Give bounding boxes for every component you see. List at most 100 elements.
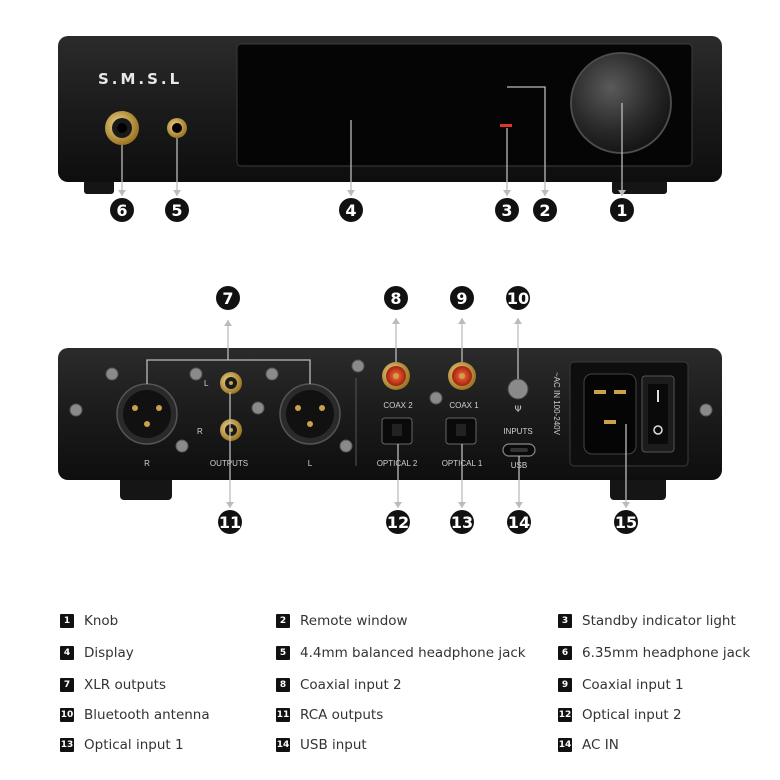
legend-label: Coaxial input 1 [582,677,684,693]
legend-label: Bluetooth antenna [84,707,210,723]
legend-badge: 2 [276,614,290,628]
svg-text:4: 4 [345,201,356,220]
rear-panel: R L L R OUTPUTS [58,348,722,500]
legend-item-display: 4 Display [60,642,134,664]
callout-3 [495,198,519,222]
callout-14 [507,510,531,534]
legend-label: 4.4mm balanced headphone jack [300,645,526,661]
brand-logo: S.M.S.L [98,70,182,88]
rear-screws [69,359,713,453]
volume-knob [570,52,672,154]
svg-text:11: 11 [219,513,241,532]
legend: 1 Knob 2 Remote window 3 Standby indicat… [0,606,780,766]
coax-input-1 [448,362,476,390]
callout-6 [110,198,134,222]
callout-4 [339,198,363,222]
legend-item-remote-window: 2 Remote window [276,610,408,632]
legend-item-usb-input: 14 USB input [276,734,367,756]
legend-item-optical-2: 12 Optical input 2 [558,704,682,726]
optical-input-1 [445,417,477,445]
legend-item-coax-1: 9 Coaxial input 1 [558,674,684,696]
legend-item-standby-light: 3 Standby indicator light [558,610,736,632]
usb-input [502,443,536,457]
legend-badge: 10 [60,708,74,722]
optical2-label: OPTICAL 2 [377,459,418,468]
standby-indicator-light [500,124,512,127]
callout-11 [218,510,242,534]
legend-badge: 8 [276,678,290,692]
outputs-label: OUTPUTS [210,459,248,468]
svg-text:10: 10 [507,289,529,308]
xlr-right-label: R [144,459,150,468]
rear-callouts: 7 8 9 10 11 12 13 14 15 [216,286,638,534]
rca-right-label: R [197,427,203,436]
legend-label: Optical input 2 [582,707,682,723]
legend-item-ac-in: 14 AC IN [558,734,619,756]
svg-text:9: 9 [456,289,467,308]
legend-item-xlr-outputs: 7 XLR outputs [60,674,166,696]
rca-output-right [220,419,242,441]
legend-item-44mm-jack: 5 4.4mm balanced headphone jack [276,642,526,664]
power-switch [641,375,675,453]
legend-badge: 6 [558,646,572,660]
callout-9 [450,286,474,310]
legend-label: Display [84,645,134,661]
legend-label: Optical input 1 [84,737,184,753]
legend-item-knob: 1 Knob [60,610,118,632]
coax1-label: COAX 1 [449,401,479,410]
legend-label: RCA outputs [300,707,384,723]
front-callouts: 1 2 3 4 5 6 [110,198,634,222]
legend-item-coax-2: 8 Coaxial input 2 [276,674,402,696]
bluetooth-antenna: Ψ [507,378,529,415]
legend-badge: 7 [60,678,74,692]
legend-label: Standby indicator light [582,613,736,629]
legend-label: Knob [84,613,119,629]
xlr-left-label: L [308,459,313,468]
xlr-output-left [279,383,341,445]
svg-text:15: 15 [615,513,637,532]
legend-item-bluetooth-antenna: 10 Bluetooth antenna [60,704,210,726]
svg-text:12: 12 [387,513,409,532]
xlr-output-right [116,383,178,445]
callout-8 [384,286,408,310]
ac-in-label: ~AC IN 100-240V [552,372,561,436]
legend-badge: 12 [558,708,572,722]
callout-12 [386,510,410,534]
device-diagram: S.M.S.L 1 2 3 4 5 [58,36,722,534]
svg-text:5: 5 [171,201,182,220]
front-foot-right [612,180,667,194]
legend-badge: 9 [558,678,572,692]
legend-label: USB input [300,737,367,753]
callout-7 [216,286,240,310]
callout-15 [614,510,638,534]
coax2-label: COAX 2 [383,401,413,410]
callout-10 [506,286,530,310]
legend-label: Coaxial input 2 [300,677,402,693]
optical-input-2 [381,417,413,445]
svg-text:2: 2 [539,201,550,220]
legend-label: XLR outputs [84,677,167,693]
rca-output-left [220,372,242,394]
front-leaders [121,86,623,196]
front-foot-left [84,180,114,194]
legend-label: AC IN [582,737,619,753]
antenna-icon: Ψ [514,405,521,415]
svg-text:3: 3 [501,201,512,220]
legend-badge: 13 [60,738,74,752]
legend-badge: 14 [558,738,572,752]
legend-item-optical-1: 13 Optical input 1 [60,734,184,756]
legend-label: 6.35mm headphone jack [582,645,751,661]
legend-badge: 11 [276,708,290,722]
svg-text:14: 14 [508,513,530,532]
svg-text:1: 1 [616,201,627,220]
legend-badge: 1 [60,614,74,628]
rear-foot-left [120,476,172,500]
svg-text:7: 7 [222,289,233,308]
front-panel: S.M.S.L [58,36,722,194]
legend-badge: 5 [276,646,290,660]
legend-badge: 14 [276,738,290,752]
coax-input-2 [382,362,410,390]
legend-item-635mm-jack: 6 6.35mm headphone jack [558,642,750,664]
legend-badge: 4 [60,646,74,660]
legend-item-rca-outputs: 11 RCA outputs [276,704,383,726]
